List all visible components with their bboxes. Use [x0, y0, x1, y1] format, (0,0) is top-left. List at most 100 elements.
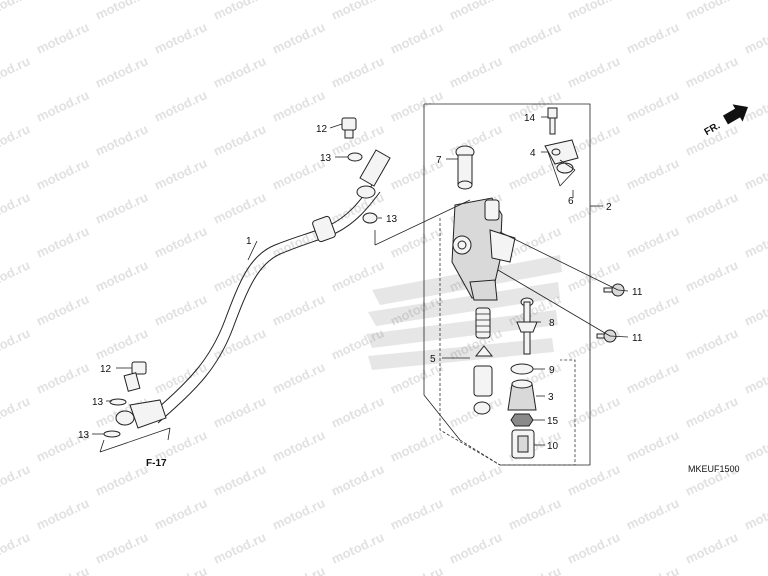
watermark-text: motod.ru	[683, 189, 740, 226]
watermark-text: motod.ru	[270, 359, 327, 396]
watermark-text: motod.ru	[270, 155, 327, 192]
watermark-text: motod.ru	[211, 257, 268, 294]
watermark-text: motod.ru	[211, 121, 268, 158]
watermark-text: motod.ru	[34, 155, 91, 192]
watermark-text: motod.ru	[211, 529, 268, 566]
watermark-text: motod.ru	[34, 19, 91, 56]
seal-9	[510, 363, 534, 375]
callout-12-lower: 12	[100, 364, 112, 375]
grommet-6	[556, 162, 574, 174]
callout-5: 5	[430, 354, 436, 365]
watermark-text: motod.ru	[329, 393, 386, 430]
watermark-text: motod.ru	[742, 87, 768, 124]
watermark-text: motod.ru	[624, 19, 681, 56]
watermark-text: motod.ru	[565, 393, 622, 430]
watermark-text: motod.ru	[93, 0, 150, 23]
callout-8: 8	[549, 318, 555, 329]
watermark-text: motod.ru	[152, 19, 209, 56]
watermark-text: motod.ru	[270, 563, 327, 576]
watermark-text: motod.ru	[742, 563, 768, 576]
watermark-text: motod.ru	[152, 87, 209, 124]
watermark-text: motod.ru	[624, 495, 681, 532]
direction-arrow-icon	[722, 104, 748, 125]
watermark-text: motod.ru	[565, 461, 622, 498]
watermark-text: motod.ru	[447, 121, 504, 158]
watermark-text: motod.ru	[388, 87, 445, 124]
watermark-text: motod.ru	[624, 427, 681, 464]
push-rod	[516, 297, 538, 355]
watermark-text: motod.ru	[93, 461, 150, 498]
callout-1: 1	[246, 236, 252, 247]
watermark-text: motod.ru	[388, 495, 445, 532]
watermark-text: motod.ru	[0, 529, 32, 566]
piston-kit	[473, 307, 494, 415]
watermark-text: motod.ru	[270, 87, 327, 124]
watermark-text: motod.ru	[447, 529, 504, 566]
watermark-text: motod.ru	[624, 155, 681, 192]
watermark-text: motod.ru	[34, 563, 91, 576]
watermark-text: motod.ru	[152, 563, 209, 576]
callout-9: 9	[549, 365, 555, 376]
clevis-10	[511, 429, 535, 459]
watermark-text: motod.ru	[0, 257, 32, 294]
watermark-text: motod.ru	[447, 0, 504, 23]
callout-6: 6	[568, 196, 574, 207]
nut-15	[510, 413, 534, 427]
watermark-text: motod.ru	[624, 359, 681, 396]
watermark-text: motod.ru	[742, 495, 768, 532]
watermark-text: motod.ru	[565, 529, 622, 566]
watermark-text: motod.ru	[211, 461, 268, 498]
watermark-text: motod.ru	[211, 53, 268, 90]
watermark-text: motod.ru	[565, 0, 622, 23]
watermark-text: motod.ru	[270, 495, 327, 532]
sealing-washer-lower-a	[109, 398, 127, 406]
watermark-text: motod.ru	[624, 87, 681, 124]
watermark-text: motod.ru	[388, 427, 445, 464]
watermark-text: motod.ru	[211, 393, 268, 430]
callout-10: 10	[547, 441, 559, 452]
watermark-text: motod.ru	[624, 563, 681, 576]
watermark-text: motod.ru	[152, 291, 209, 328]
watermark-text: motod.ru	[152, 223, 209, 260]
watermark-text: motod.ru	[447, 461, 504, 498]
callout-14: 14	[524, 113, 536, 124]
watermark-text: motod.ru	[152, 155, 209, 192]
callout-15: 15	[547, 416, 559, 427]
callout-13-d: 13	[78, 430, 90, 441]
sealing-washer-upper-a	[347, 152, 363, 162]
watermark-text: motod.ru	[152, 495, 209, 532]
callout-13-a: 13	[320, 153, 332, 164]
watermark-text: motod.ru	[93, 53, 150, 90]
watermark-text: motod.ru	[742, 291, 768, 328]
callout-13-c: 13	[92, 397, 104, 408]
watermark-text: motod.ru	[683, 393, 740, 430]
assembly-outline	[423, 103, 591, 466]
callout-labels: 1 2 3 4 5 6 7 8 9 10 11 11 12 12 13 13 1…	[78, 113, 643, 452]
watermark-text: motod.ru	[624, 223, 681, 260]
watermark-text: motod.ru	[270, 291, 327, 328]
watermark-text: motod.ru	[34, 87, 91, 124]
watermark-text: motod.ru	[388, 223, 445, 260]
watermark-text: motod.ru	[742, 223, 768, 260]
reference-label: F-17	[146, 458, 167, 469]
watermark-text: motod.ru	[0, 53, 32, 90]
watermark-text: motod.ru	[0, 325, 32, 362]
watermark-text: motod.ru	[0, 393, 32, 430]
watermark-text: motod.ru	[211, 0, 268, 23]
watermark-text: motod.ru	[329, 461, 386, 498]
watermark-text: motod.ru	[0, 189, 32, 226]
watermark-text: motod.ru	[270, 427, 327, 464]
watermark-text: motod.ru	[683, 529, 740, 566]
callout-12-upper: 12	[316, 124, 328, 135]
watermark-text: motod.ru	[34, 291, 91, 328]
boot-3	[507, 379, 537, 411]
watermark-text: motod.ru	[34, 495, 91, 532]
bolt-14	[547, 107, 558, 135]
watermark-text: motod.ru	[683, 0, 740, 23]
oil-bolt-lower	[123, 361, 147, 392]
watermark-text: motod.ru	[742, 155, 768, 192]
sealing-washer-upper-b	[362, 212, 378, 224]
callout-2: 2	[606, 202, 612, 213]
watermark-text: motod.ru	[329, 529, 386, 566]
